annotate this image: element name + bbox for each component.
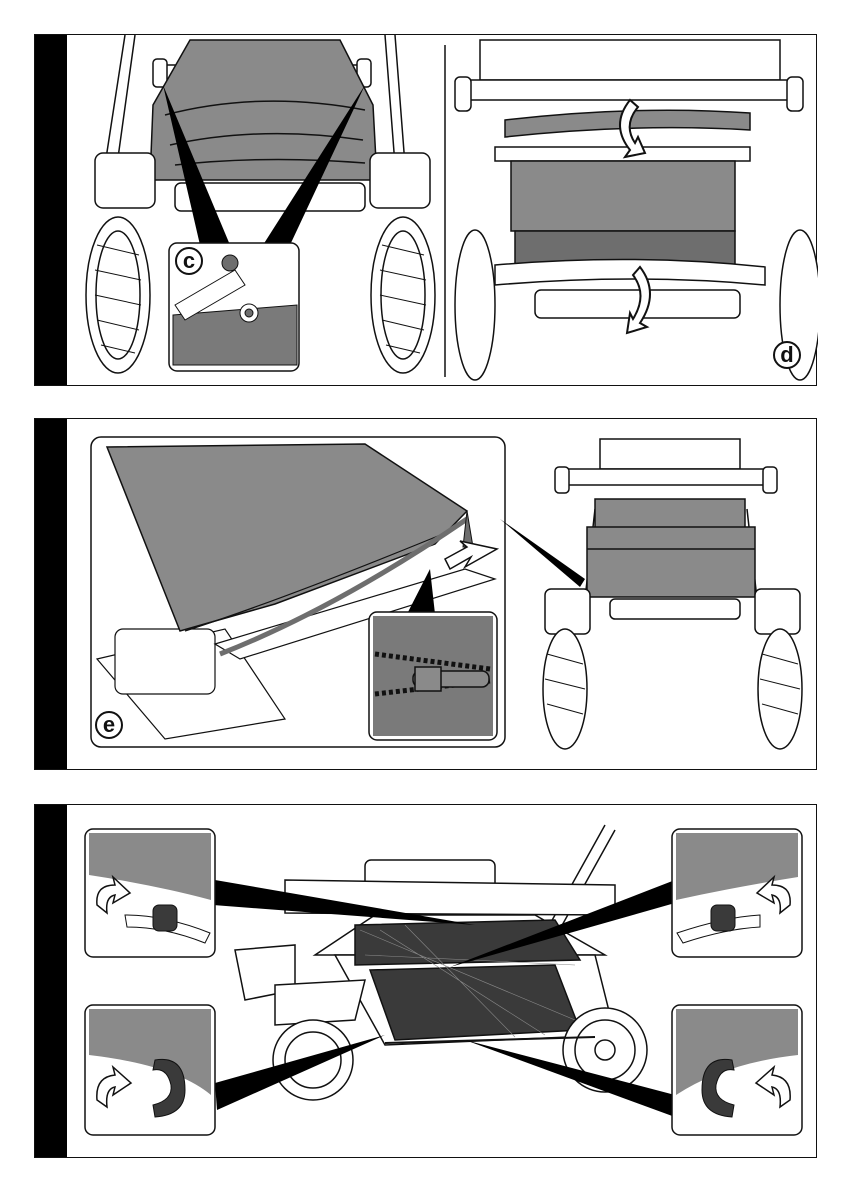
- step-label-e: e: [95, 711, 123, 739]
- velcro-strap-detail: [35, 805, 818, 1159]
- strap-inset-top-left: [85, 829, 215, 957]
- stroller-illustration: [35, 35, 818, 387]
- panel-2: e: [34, 418, 817, 770]
- panel-3: [34, 804, 817, 1158]
- zipper-detail: [35, 419, 818, 771]
- panel-1: c d: [34, 34, 817, 386]
- step-label-c: c: [175, 247, 203, 275]
- step-label-d: d: [773, 341, 801, 369]
- strap-inset-top-right: [672, 829, 802, 957]
- strap-inset-bottom-left: [85, 1005, 215, 1135]
- strap-inset-bottom-right: [672, 1005, 802, 1135]
